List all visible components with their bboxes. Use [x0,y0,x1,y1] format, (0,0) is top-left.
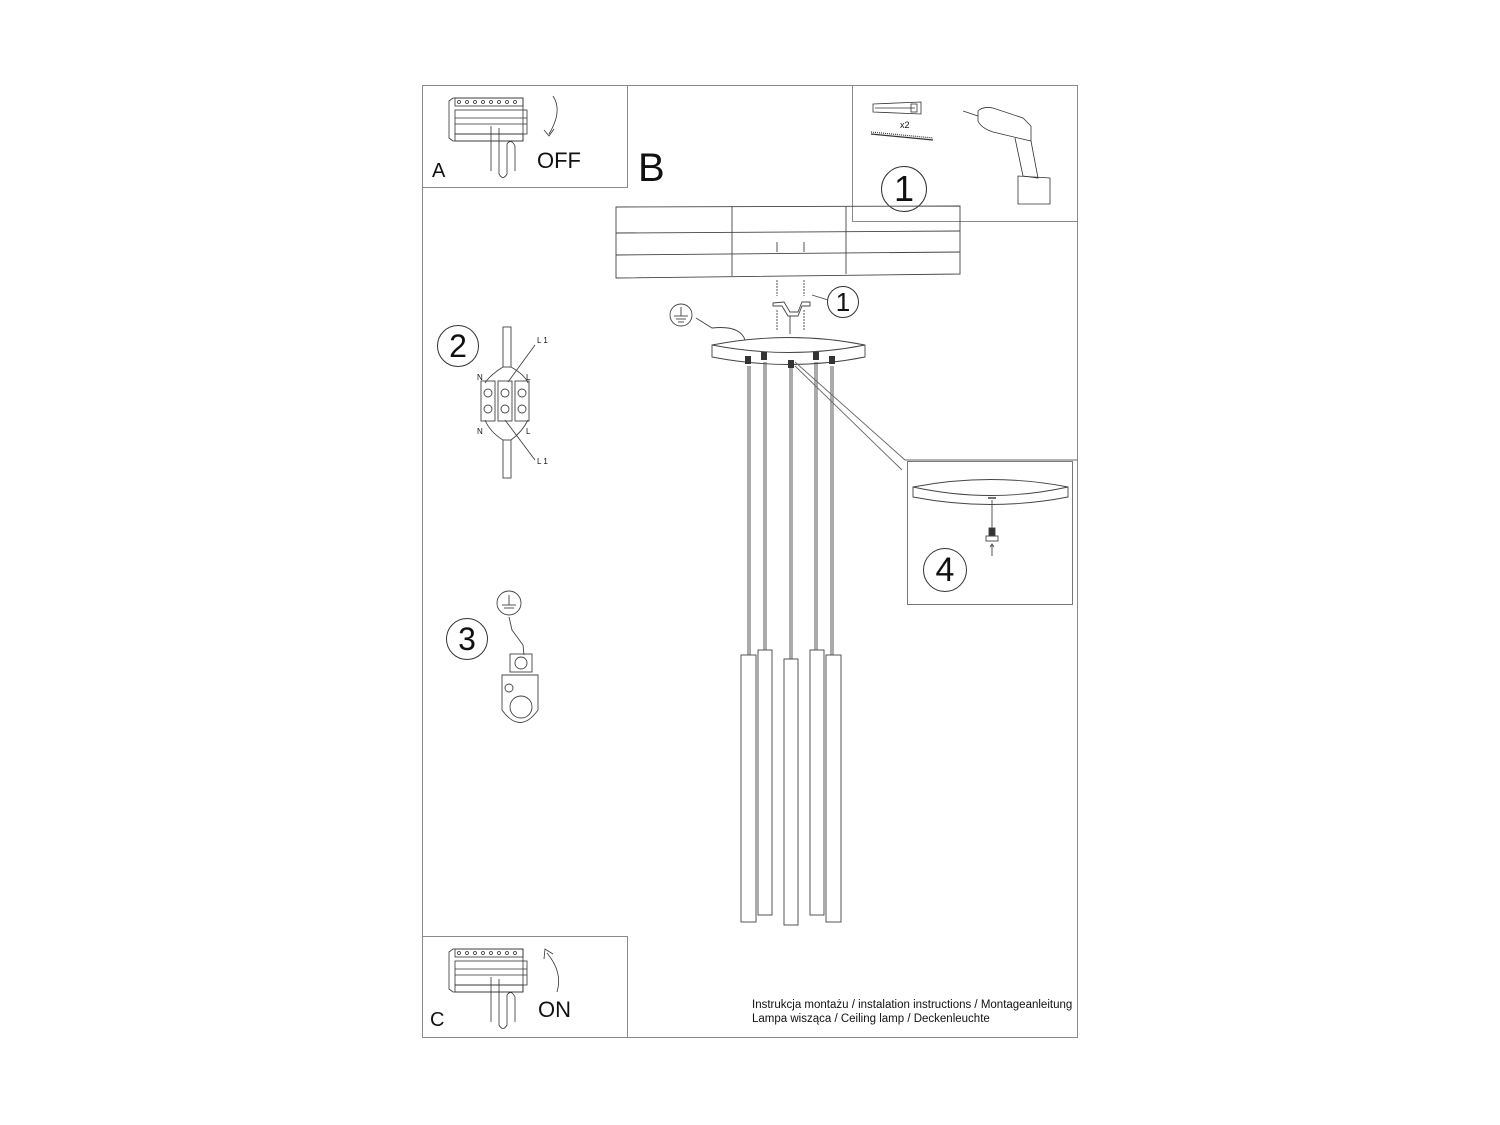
ground-terminal-diagram [496,590,539,723]
panel-a-power-off: A OFF [422,85,628,188]
power-state-label: ON [538,997,571,1022]
wall-plug-icon [870,101,1051,205]
step-number-4: 4 [923,548,967,592]
quantity-label: x2 [900,120,910,130]
step4-detail-panel: 4 [907,461,1073,605]
power-state-label: OFF [537,148,581,173]
caption-line-2: Lampa wisząca / Ceiling lamp / Deckenleu… [752,1013,990,1025]
label-l-top: L [526,373,531,382]
screw-icon [870,131,934,141]
step-number-1: 1 [881,166,927,212]
label-l1-top: L 1 [537,336,548,345]
label-n-top: N [477,373,483,382]
wiring-terminal-diagram [480,326,536,479]
caption-line-1: Instrukcja montażu / instalation instruc… [752,999,1073,1011]
label-n-bottom: N [477,427,483,436]
step-number-1-callout: 1 [827,286,859,318]
drill-icon [962,107,1051,205]
panel-letter: C [430,1009,445,1031]
step-number-3: 3 [446,618,488,660]
circuit-breaker-off-icon [448,95,558,178]
document-caption: Instrukcja montażu / instalation instruc… [752,998,1072,1026]
panel-letter-b: B [638,146,665,190]
label-l-bottom: L [526,427,531,436]
step-number-2: 2 [437,325,479,367]
label-l1-bottom: L 1 [537,457,548,466]
circuit-breaker-on-icon [448,948,560,1029]
panel-c-power-on: C ON [422,936,628,1038]
canopy-screw-detail-icon [912,479,1069,556]
panel-letter: A [432,160,446,182]
instruction-sheet [422,85,1078,1038]
step1-tools-panel: x2 1 [852,85,1078,222]
